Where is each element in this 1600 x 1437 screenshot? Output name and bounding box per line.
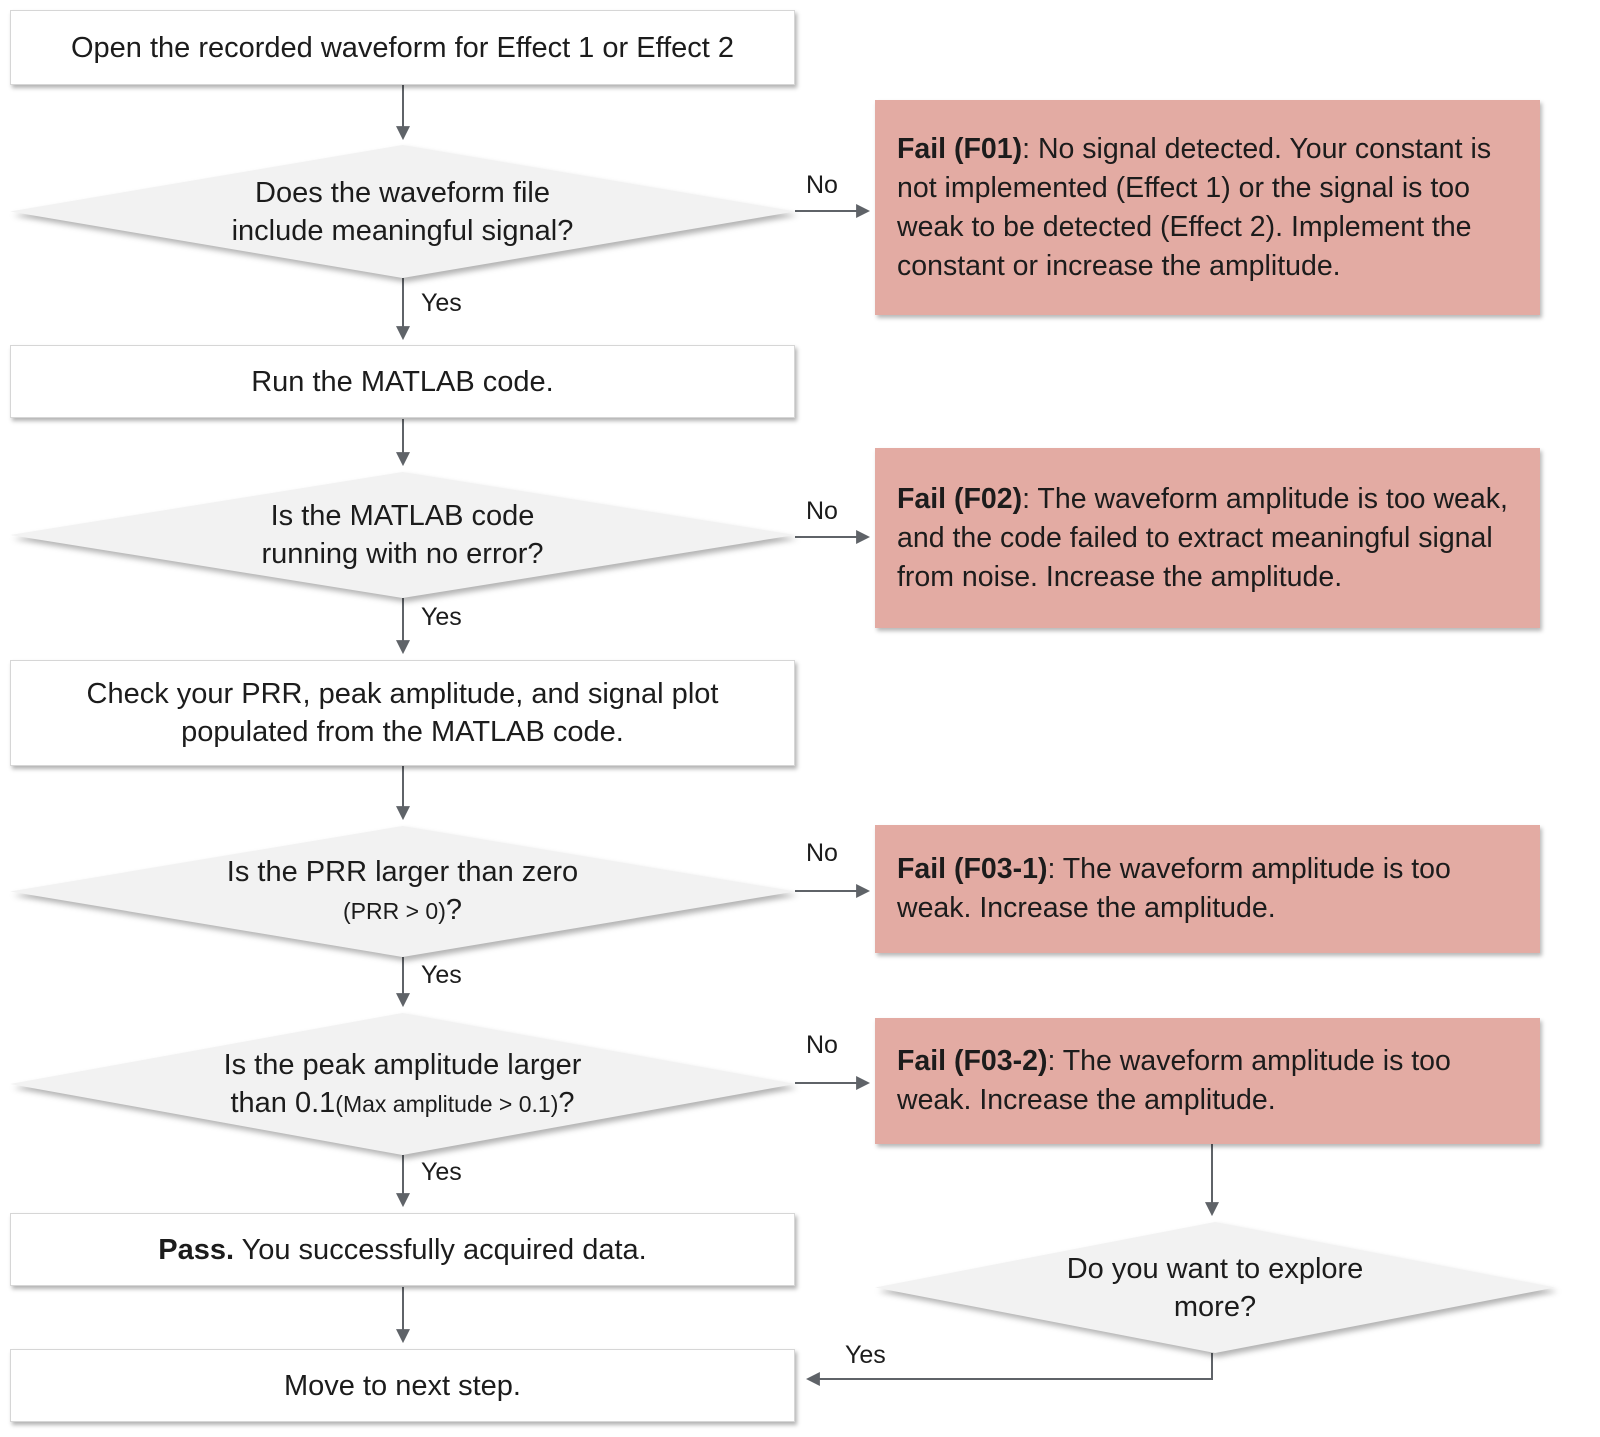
fail-f02-body: : The waveform amplitude is too weak, an… (897, 482, 1508, 593)
node-check-prr-line1: Check your PRR, peak amplitude, and sign… (86, 678, 719, 710)
decision-matlab-error-line1: Is the MATLAB code (270, 500, 535, 532)
decision-explore-more-line2: more? (1173, 1290, 1257, 1323)
fail-f03-2-title: Fail (F03-2) (897, 1045, 1048, 1077)
decision-prr-positive-line1: Is the PRR larger than zero (226, 856, 579, 888)
fail-f03-1-body: : The waveform amplitude is too weak. In… (897, 853, 1451, 924)
node-run-matlab-label: Run the MATLAB code. (251, 365, 554, 398)
node-move-next: Move to next step. (10, 1349, 795, 1422)
decision-prr-positive: Is the PRR larger than zero (PRR > 0)? (10, 826, 795, 957)
decision-matlab-error: Is the MATLAB code running with no error… (10, 472, 795, 598)
node-run-matlab: Run the MATLAB code. (10, 345, 795, 418)
node-pass: Pass. You successfully acquired data. (10, 1213, 795, 1286)
edge-label-yes-3: Yes (421, 961, 462, 989)
edge-label-yes-4: Yes (421, 1158, 462, 1186)
fail-f02-title: Fail (F02) (897, 482, 1023, 515)
fail-f02-box: Fail (F02): The waveform amplitude is to… (875, 448, 1540, 628)
decision-peak-amplitude-paren: (Max amplitude > 0.1) (335, 1090, 559, 1117)
edge-label-no-3: No (806, 839, 838, 867)
fail-f03-2-body: : The waveform amplitude is too weak. In… (897, 1045, 1451, 1116)
fail-f03-2-box: Fail (F03-2): The waveform amplitude is … (875, 1018, 1540, 1144)
fail-f03-1-title: Fail (F03-1) (897, 853, 1048, 885)
fail-f01-body: : No signal detected. Your constant is n… (897, 132, 1492, 282)
edge-label-yes-1: Yes (421, 289, 462, 317)
decision-peak-amplitude-prefix: than 0.1 (230, 1086, 336, 1119)
node-move-next-label: Move to next step. (284, 1369, 521, 1402)
node-check-prr: Check your PRR, peak amplitude, and sign… (10, 660, 795, 766)
decision-matlab-error-line2: running with no error? (261, 538, 544, 570)
node-pass-title: Pass. (158, 1233, 235, 1266)
decision-peak-amplitude: Is the peak amplitude larger than 0.1(Ma… (10, 1013, 795, 1155)
decision-peak-amplitude-line1: Is the peak amplitude larger (223, 1048, 582, 1081)
decision-waveform-signal-line1: Does the waveform file (255, 176, 550, 209)
node-pass-label: Pass. You successfully acquired data. (158, 1231, 647, 1269)
edge-label-no-2: No (806, 497, 838, 525)
decision-waveform-signal-line2: include meaningful signal? (231, 214, 574, 247)
decision-prr-paren: (PRR > 0) (342, 898, 446, 924)
fail-f03-2-text: Fail (F03-2): The waveform amplitude is … (897, 1042, 1518, 1120)
decision-prr-suffix: ? (445, 894, 463, 926)
node-check-prr-line2: populated from the MATLAB code. (181, 716, 624, 748)
decision-explore-more: Do you want to explore more? (875, 1222, 1555, 1353)
edge-label-yes-2: Yes (421, 603, 462, 631)
fail-f01-box: Fail (F01): No signal detected. Your con… (875, 100, 1540, 315)
fail-f03-1-box: Fail (F03-1): The waveform amplitude is … (875, 825, 1540, 953)
decision-prr-positive-line2: (PRR > 0)? (343, 891, 462, 930)
fail-f01-text: Fail (F01): No signal detected. Your con… (897, 130, 1518, 286)
edge-label-no-1: No (806, 171, 838, 199)
node-start-label: Open the recorded waveform for Effect 1 … (70, 31, 735, 64)
fail-f01-title: Fail (F01) (897, 132, 1023, 165)
decision-peak-amplitude-line2: than 0.1(Max amplitude > 0.1)? (230, 1084, 574, 1123)
edge-label-yes-5: Yes (845, 1341, 886, 1369)
decision-explore-more-line1: Do you want to explore (1066, 1252, 1364, 1285)
fail-f02-text: Fail (F02): The waveform amplitude is to… (897, 480, 1518, 597)
node-start: Open the recorded waveform for Effect 1 … (10, 10, 795, 85)
fail-f03-1-text: Fail (F03-1): The waveform amplitude is … (897, 850, 1518, 928)
decision-waveform-signal: Does the waveform file include meaningfu… (10, 145, 795, 278)
edge-label-no-4: No (806, 1031, 838, 1059)
node-pass-body: You successfully acquired data. (234, 1233, 647, 1266)
decision-peak-amplitude-suffix: ? (558, 1086, 575, 1119)
